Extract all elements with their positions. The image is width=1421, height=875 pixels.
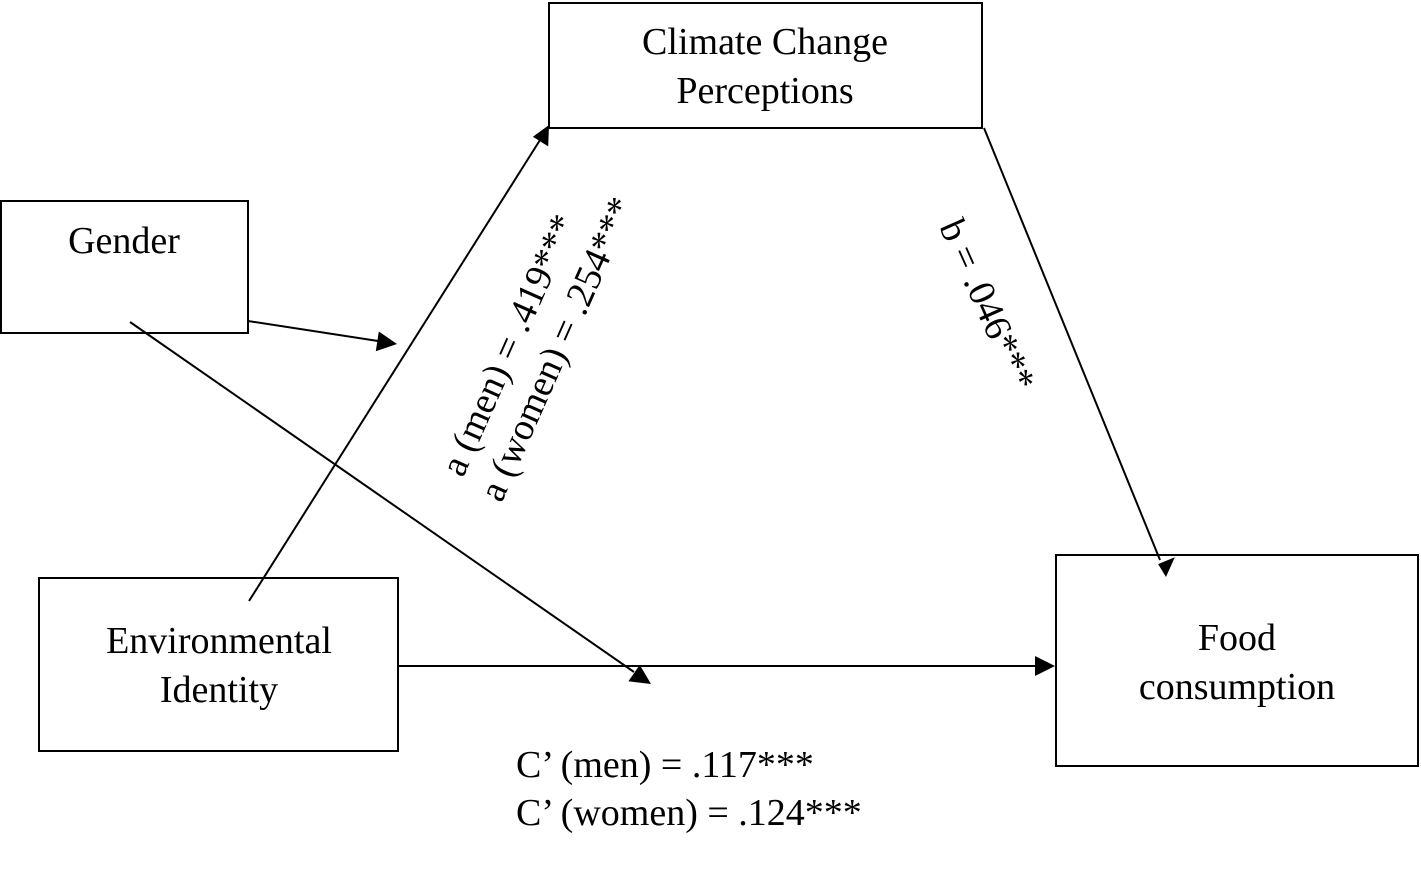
path-a-arrow bbox=[248, 139, 541, 602]
env-identity-box-line2: Identity bbox=[160, 669, 278, 711]
food-box-line1: Food bbox=[1198, 617, 1276, 659]
path-c-prime-men-label: C’ (men) = .117*** bbox=[516, 744, 814, 786]
environmental-identity-box bbox=[38, 577, 399, 752]
gender-box bbox=[0, 200, 249, 334]
climate-box-line2: Perceptions bbox=[676, 70, 853, 112]
climate-change-perceptions-box bbox=[548, 2, 983, 129]
gender-to-path-c-prime-arrow bbox=[129, 321, 635, 673]
path-b-arrow bbox=[983, 127, 1161, 561]
env-identity-box-line1: Environmental bbox=[106, 620, 332, 662]
food-box-line2: consumption bbox=[1139, 666, 1335, 708]
food-consumption-box bbox=[1055, 554, 1419, 767]
gender-to-path-a-arrowhead bbox=[375, 331, 397, 352]
path-c-prime-women-label: C’ (women) = .124*** bbox=[516, 792, 862, 834]
gender-box-label: Gender bbox=[68, 220, 180, 262]
path-b-label: b = .046*** bbox=[931, 213, 1044, 397]
path-c-prime-arrowhead bbox=[1035, 656, 1055, 676]
climate-box-line1: Climate Change bbox=[642, 21, 888, 63]
gender-to-path-c-prime-arrowhead bbox=[628, 664, 651, 684]
path-b-arrowhead bbox=[1158, 557, 1175, 577]
path-a-arrowhead bbox=[532, 125, 549, 147]
gender-to-path-a-arrow bbox=[247, 320, 379, 342]
